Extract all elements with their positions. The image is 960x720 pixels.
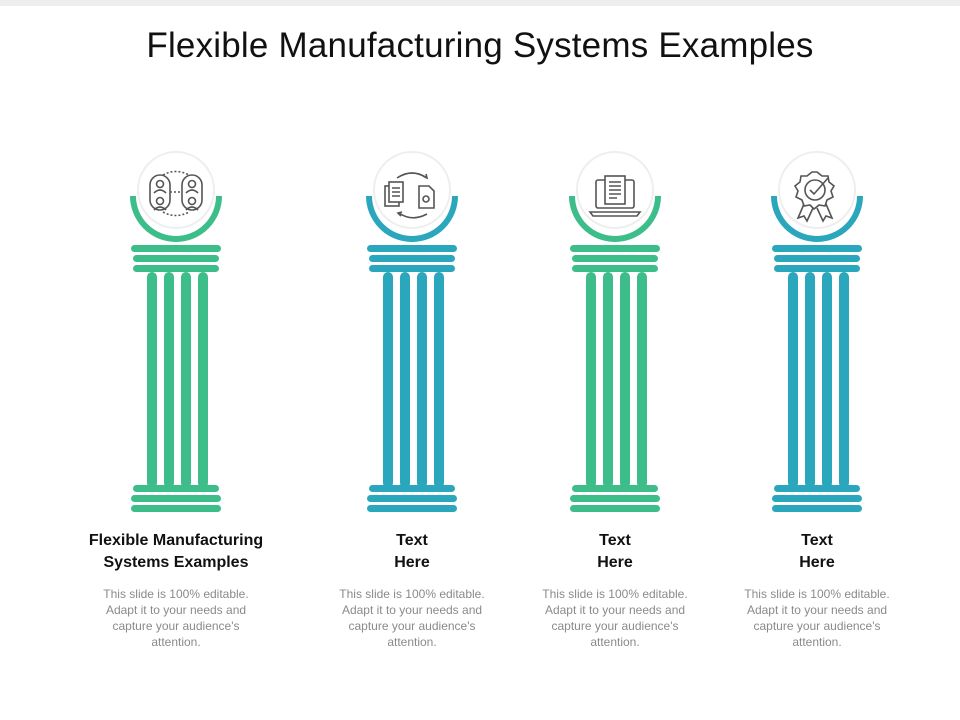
item-2-description: This slide is 100% editable. Adapt it to… xyxy=(339,587,485,649)
top-bar xyxy=(0,0,960,6)
item-2-heading: Text Here xyxy=(394,532,430,571)
slide-title: Flexible Manufacturing Systems Examples xyxy=(146,26,814,65)
laptop-document-icon xyxy=(588,175,642,217)
pillar-3 xyxy=(560,150,670,515)
item-1-description: This slide is 100% editable. Adapt it to… xyxy=(103,587,249,649)
award-badge-icon xyxy=(793,171,836,223)
item-3-description: This slide is 100% editable. Adapt it to… xyxy=(542,587,688,649)
item-1-heading: Flexible Manufacturing Systems Examples xyxy=(88,532,264,571)
item-4-heading: Text Here xyxy=(799,532,835,571)
item-4-description: This slide is 100% editable. Adapt it to… xyxy=(744,587,890,649)
pillar-4 xyxy=(762,150,872,515)
document-exchange-icon xyxy=(384,172,435,219)
pillar-2 xyxy=(357,150,467,515)
item-3-heading: Text Here xyxy=(597,532,633,571)
pillar-1 xyxy=(121,150,231,515)
people-network-icon xyxy=(149,170,203,217)
